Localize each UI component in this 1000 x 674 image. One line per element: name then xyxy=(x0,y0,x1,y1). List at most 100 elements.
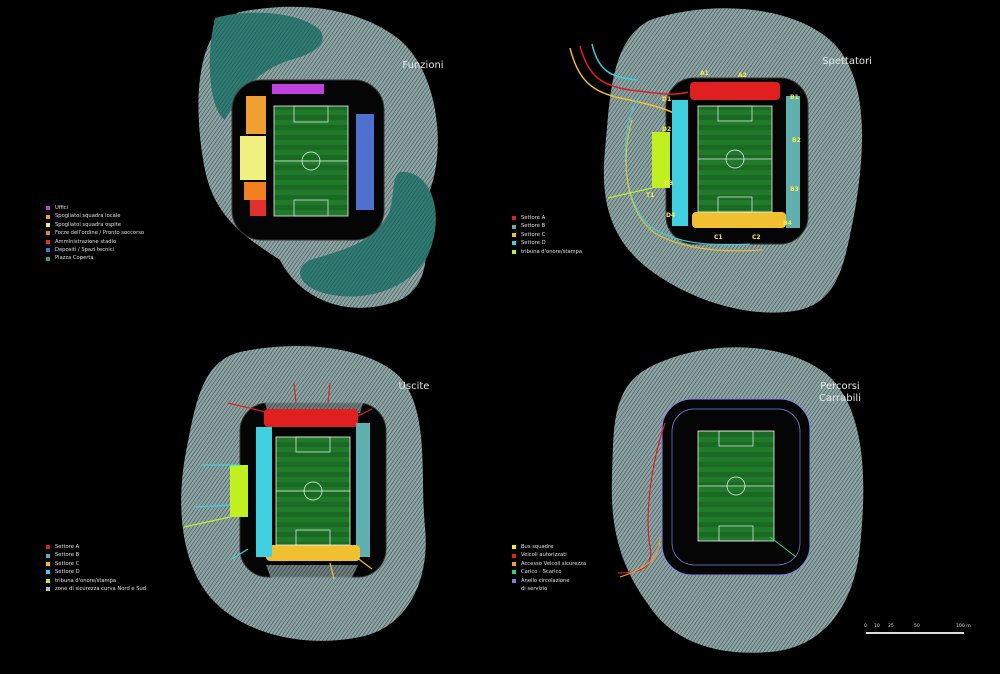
home-locker-block xyxy=(246,96,266,134)
legend-swatch xyxy=(512,224,516,229)
legend-item: Settore A xyxy=(512,214,582,222)
covered-plaza-south xyxy=(300,171,436,297)
legend-item: Carico - Scarico xyxy=(512,568,586,576)
legend-swatch xyxy=(46,587,50,592)
scale-tick: 0 xyxy=(864,624,867,629)
sector-d xyxy=(672,100,688,226)
sector-a xyxy=(264,409,358,427)
route-loop-yellow xyxy=(625,119,763,252)
legend-swatch xyxy=(46,578,50,583)
safety-zone-north xyxy=(258,379,370,413)
approach-line-cyan xyxy=(591,43,639,81)
legend-item: tribuna d'onore/stampa xyxy=(512,248,582,256)
legend-swatch xyxy=(46,248,50,253)
route-authorized-vehicles xyxy=(617,422,666,574)
legend-swatch xyxy=(512,241,516,246)
legend-item: Settore D xyxy=(46,568,146,576)
panel-uscite: Uscite Settore A Settore B Settore C Set… xyxy=(0,337,500,674)
exit-arrow xyxy=(355,408,373,418)
press-tribune xyxy=(652,132,670,188)
service-ring xyxy=(671,408,801,566)
legend-swatch xyxy=(46,206,50,211)
exit-arrow xyxy=(231,548,249,560)
exit-arrow xyxy=(355,556,373,570)
admin-block xyxy=(250,200,266,216)
exit-arrow xyxy=(329,562,335,580)
sector-b xyxy=(786,96,800,228)
scale-line xyxy=(866,632,964,634)
legend-item: Veicoli autorizzati xyxy=(512,551,586,559)
panel-spettatori: Spettatori A1 A2 B1 B2 B3 B4 C1 C2 D1 D2… xyxy=(500,0,1000,337)
exit-arrow xyxy=(327,382,331,404)
legend-item: zone di sicurezza curva Nord e Sud xyxy=(46,585,146,593)
legend-swatch xyxy=(46,214,50,219)
legend-item: Spogliatoi squadra locale xyxy=(46,212,144,220)
legend-funzioni: Uffici Spogliatoi squadra locale Spoglia… xyxy=(46,204,144,263)
legend-spettatori: Settore A Settore B Settore C Settore D … xyxy=(512,214,582,256)
penalty-box-bottom xyxy=(295,529,331,546)
sector-c xyxy=(266,545,360,561)
panel-title: Uscite xyxy=(398,381,430,392)
storage-block xyxy=(356,114,374,210)
sector-label: T1 xyxy=(646,192,655,199)
legend-item: tribuna d'onore/stampa xyxy=(46,577,146,585)
tribune-link xyxy=(607,187,653,199)
scale-tick: 10 xyxy=(874,624,880,629)
sector-label: D2 xyxy=(662,126,672,133)
panel-percorsi: Percorsi Carrabili Bus squadre Veicoli a… xyxy=(500,337,1000,674)
scale-tick: 25 xyxy=(888,624,894,629)
penalty-box-bottom xyxy=(717,196,753,213)
route-loading xyxy=(769,536,797,558)
scale-bar: 0 10 25 50 100 m xyxy=(864,624,974,638)
legend-item: Settore A xyxy=(46,543,146,551)
center-circle xyxy=(301,151,321,171)
legend-swatch xyxy=(46,256,50,261)
legend-swatch xyxy=(46,553,50,558)
funzioni-plan xyxy=(198,6,438,308)
sector-label: A1 xyxy=(700,70,709,77)
legend-swatch xyxy=(46,239,50,244)
sector-c xyxy=(692,212,786,228)
sector-label: B2 xyxy=(792,137,801,144)
sector-label: B4 xyxy=(783,220,792,227)
penalty-box-top xyxy=(717,105,753,122)
legend-swatch xyxy=(512,562,516,567)
legend-swatch xyxy=(512,578,516,583)
legend-swatch xyxy=(512,553,516,558)
legend-item: Forze dell'ordine / Pronto soccorso xyxy=(46,229,144,237)
panel-funzioni: Funzioni Uffici Spogliatoi squadra local… xyxy=(0,0,500,337)
legend-item: Settore C xyxy=(46,560,146,568)
panel-title: Funzioni xyxy=(402,60,444,71)
legend-item: Settore B xyxy=(512,222,582,230)
sector-label: C1 xyxy=(714,234,723,241)
legend-swatch xyxy=(46,223,50,228)
route-loop-cyan xyxy=(624,95,751,246)
sector-a xyxy=(690,82,780,100)
approach-line-red xyxy=(579,45,689,95)
uscite-plan xyxy=(181,345,426,641)
sector-label: D4 xyxy=(666,212,676,219)
legend-item: Settore B xyxy=(46,551,146,559)
center-circle xyxy=(726,476,746,496)
sector-label: D1 xyxy=(662,96,672,103)
legend-item: Settore D xyxy=(512,239,582,247)
legend-swatch xyxy=(46,562,50,567)
panel-title: Spettatori xyxy=(822,56,872,67)
legend-item: Piazza Coperta xyxy=(46,254,144,262)
sector-label: C2 xyxy=(752,234,761,241)
legend-item: Anello circolazione xyxy=(512,577,586,585)
legend-uscite: Settore A Settore B Settore C Settore D … xyxy=(46,543,146,593)
panel-title: Percorsi Carrabili xyxy=(819,381,861,404)
penalty-box-top xyxy=(293,105,329,123)
legend-item: Bus squadre xyxy=(512,543,586,551)
legend-swatch xyxy=(46,231,50,236)
percorsi-plan xyxy=(611,347,864,653)
police-block xyxy=(244,182,266,200)
legend-item: Accesso Veicoli sicurezza xyxy=(512,560,586,568)
legend-item: Depositi / Spazi tecnici xyxy=(46,246,144,254)
sector-b xyxy=(356,423,370,557)
press-tribune xyxy=(230,465,248,517)
legend-swatch xyxy=(512,216,516,221)
safety-zone-south xyxy=(266,565,358,581)
approach-line-yellow xyxy=(569,47,683,119)
